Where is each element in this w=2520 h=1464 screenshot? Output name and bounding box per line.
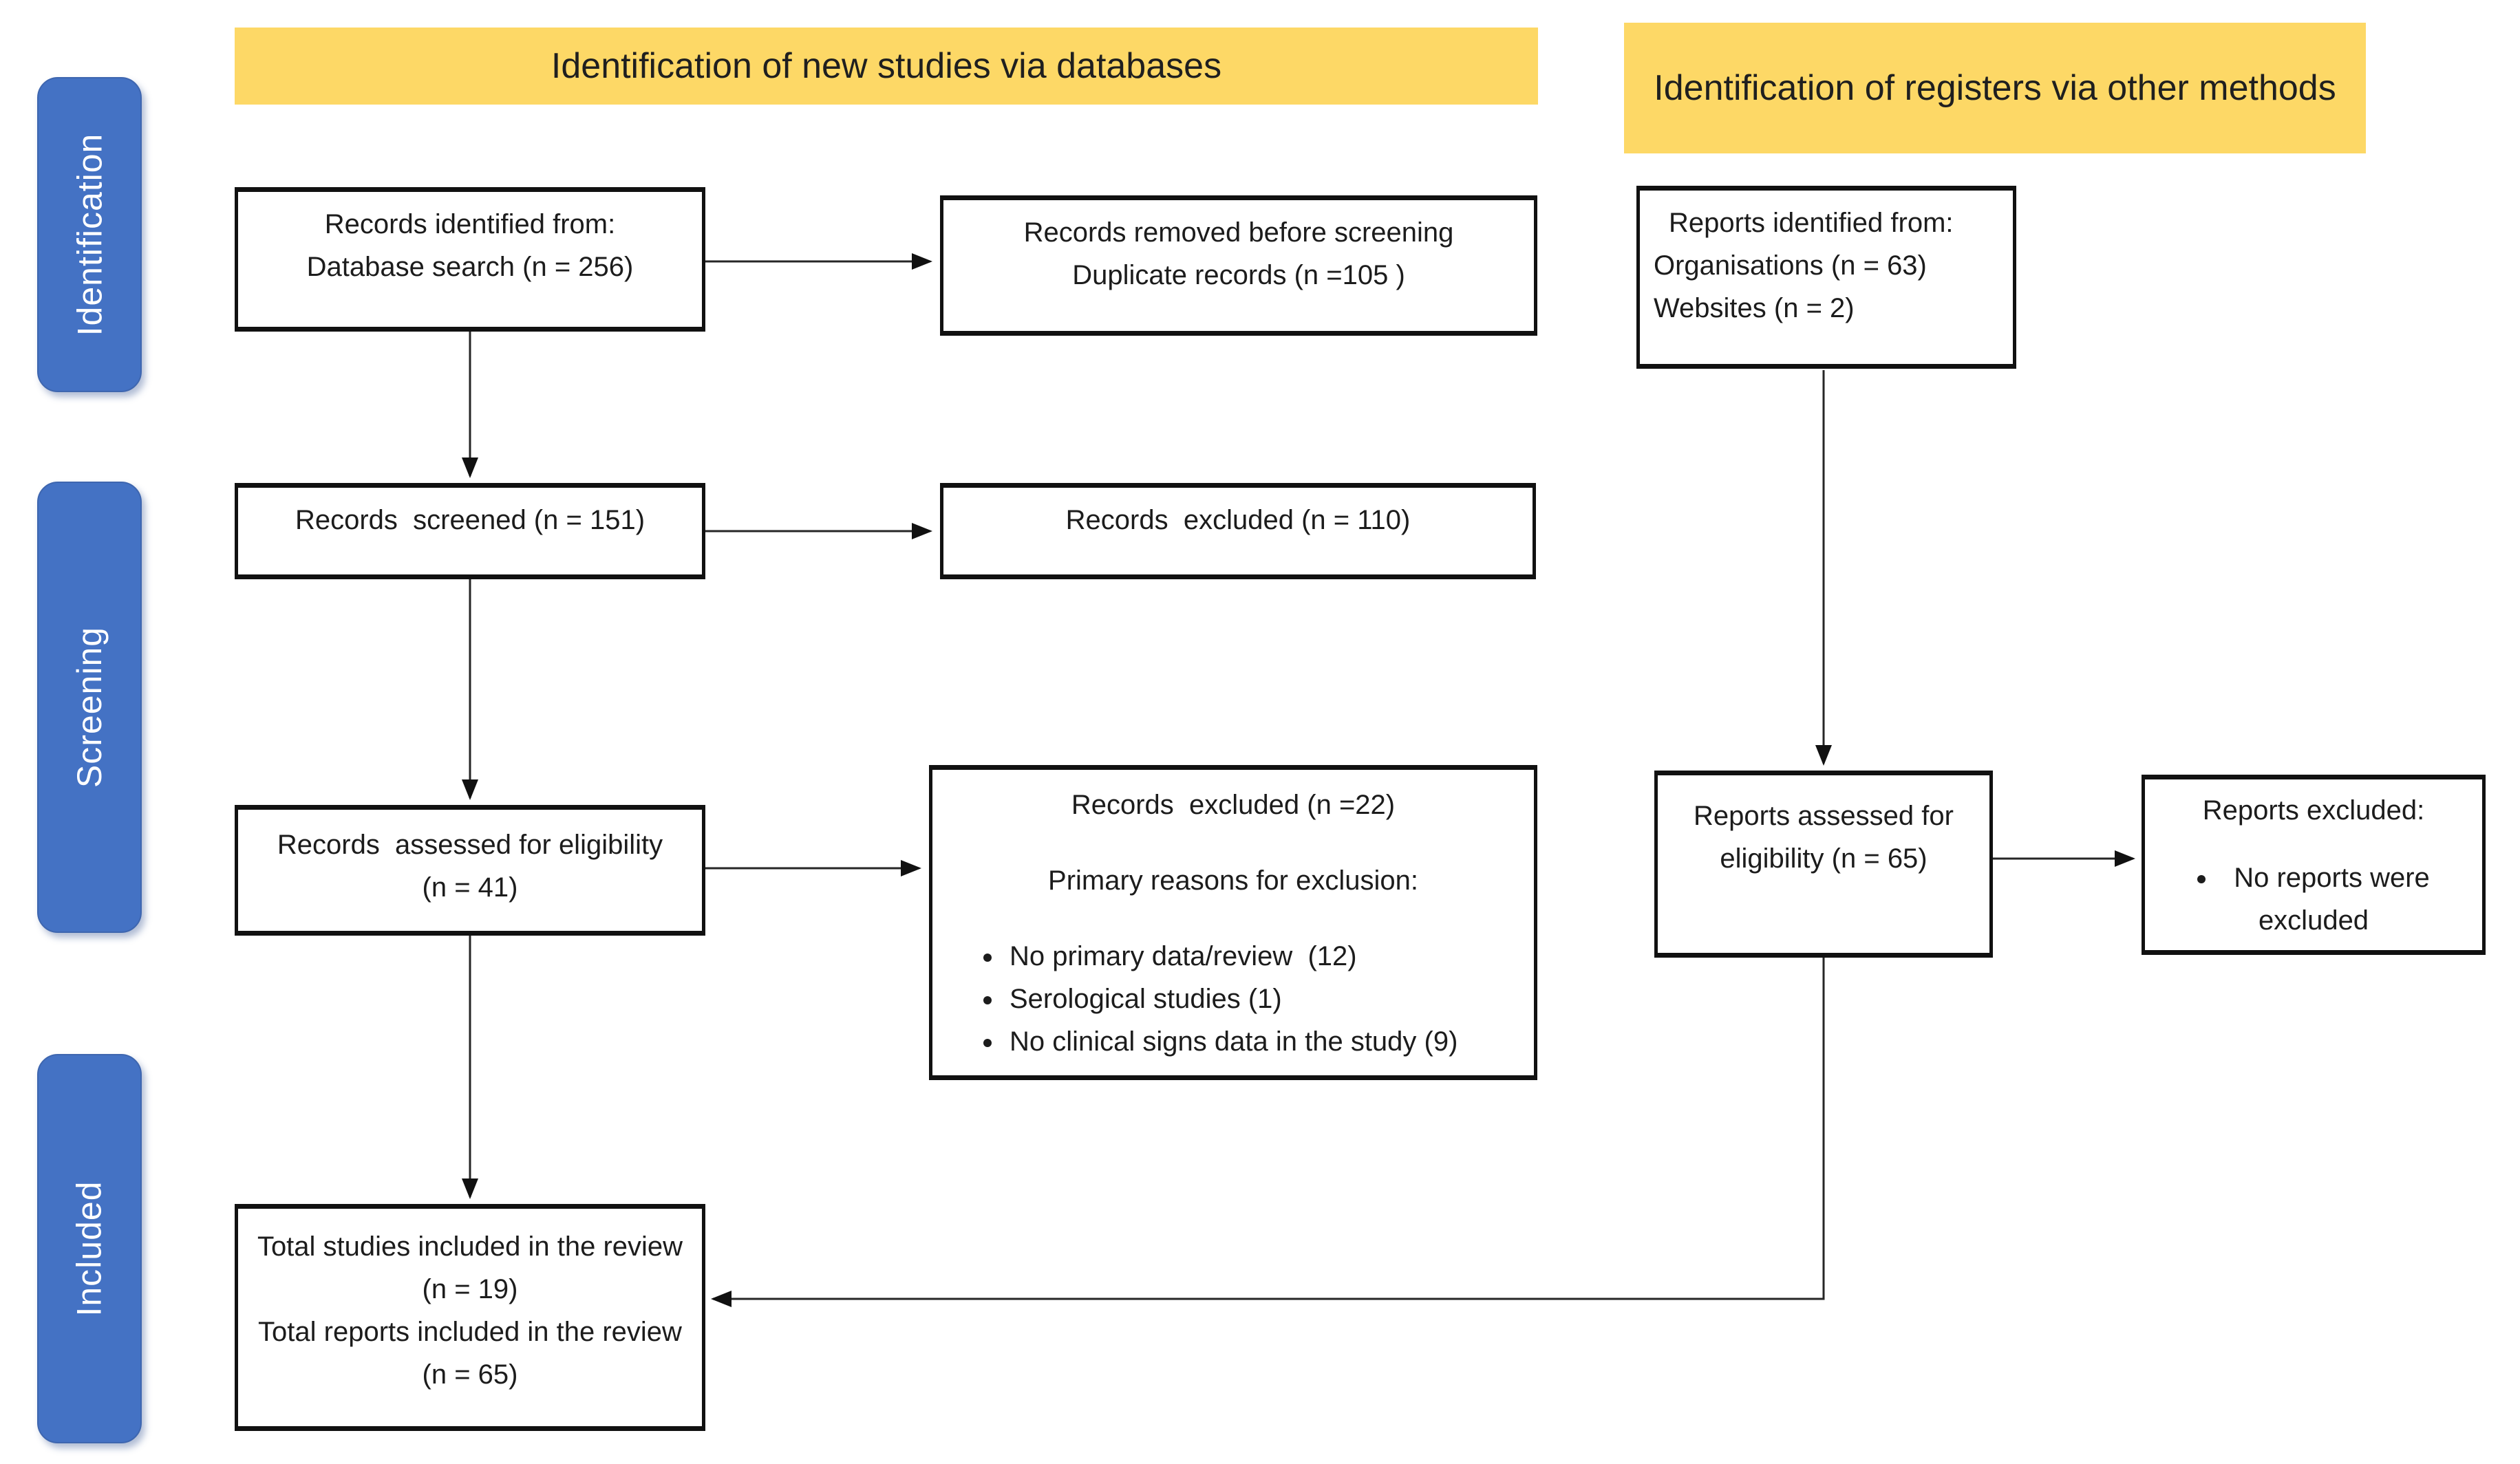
reports-identified-line-3: Websites (n = 2) <box>1654 293 1855 323</box>
box-reports-excluded: Reports excluded: No reports were exclud… <box>2142 775 2486 955</box>
box-reports-assessed: Reports assessed for eligibility (n = 65… <box>1654 771 1993 958</box>
stage-tab-identification: Identification <box>37 77 142 392</box>
box-records-identified: Records identified from: Database search… <box>235 187 705 332</box>
exclusion-reasons-title: Records excluded (n =22) <box>1071 790 1396 820</box>
records-removed-line-1: Records removed before screening <box>1023 217 1454 248</box>
records-excluded-line-1: Records excluded (n = 110) <box>1065 505 1411 535</box>
reports-excluded-title: Reports excluded: <box>2202 795 2425 826</box>
banner-other-methods: Identification of registers via other me… <box>1624 23 2366 153</box>
reports-assessed-line-1: Reports assessed for <box>1694 801 1954 831</box>
box-records-assessed: Records assessed for eligibility (n = 41… <box>235 805 705 936</box>
banner-other-methods-text: Identification of registers via other me… <box>1654 67 2336 108</box>
stage-tab-included-label: Included <box>70 1181 109 1317</box>
reports-assessed-line-2: eligibility (n = 65) <box>1720 843 1928 874</box>
records-assessed-line-1: Records assessed for eligibility <box>277 830 663 860</box>
box-reports-identified: Reports identified from: Organisations (… <box>1636 186 2016 369</box>
total-included-line-2: Total reports included in the review (n … <box>258 1317 690 1390</box>
box-exclusion-reasons: Records excluded (n =22) Primary reasons… <box>929 765 1537 1080</box>
spacer <box>946 902 1520 935</box>
records-identified-line-1: Records identified from: <box>324 209 616 239</box>
box-records-excluded: Records excluded (n = 110) <box>940 483 1536 579</box>
records-screened-line-1: Records screened (n = 151) <box>295 505 645 535</box>
spacer <box>2159 832 2468 857</box>
records-assessed-line-2: (n = 41) <box>422 872 518 903</box>
box-records-removed: Records removed before screening Duplica… <box>940 195 1537 336</box>
records-identified-line-2: Database search (n = 256) <box>306 252 634 282</box>
exclusion-reasons-subtitle: Primary reasons for exclusion: <box>1048 865 1418 896</box>
total-included-line-1: Total studies included in the review (n … <box>257 1231 691 1304</box>
reports-excluded-bullet-list: No reports were excluded <box>2166 857 2462 942</box>
exclusion-reason-item-1: No primary data/review (12) <box>1004 935 1513 978</box>
reports-identified-line-1: Reports identified from: <box>1669 208 1954 238</box>
records-removed-line-2: Duplicate records (n =105 ) <box>1072 260 1405 290</box>
banner-databases: Identification of new studies via databa… <box>235 28 1538 105</box>
stage-tab-identification-label: Identification <box>70 133 109 336</box>
stage-tab-screening-label: Screening <box>70 626 109 788</box>
reports-excluded-item-1: No reports were excluded <box>2166 857 2462 942</box>
exclusion-reasons-bullet-list: No primary data/review (12) Serological … <box>946 935 1520 1063</box>
spacer <box>946 826 1520 859</box>
box-total-included: Total studies included in the review (n … <box>235 1204 705 1431</box>
exclusion-reason-item-2: Serological studies (1) <box>1004 978 1513 1020</box>
reports-identified-line-2: Organisations (n = 63) <box>1654 250 1927 281</box>
exclusion-reason-item-3: No clinical signs data in the study (9) <box>1004 1020 1513 1063</box>
box-records-screened: Records screened (n = 151) <box>235 483 705 579</box>
banner-databases-text: Identification of new studies via databa… <box>551 45 1222 86</box>
stage-tab-screening: Screening <box>37 482 142 933</box>
stage-tab-included: Included <box>37 1054 142 1443</box>
